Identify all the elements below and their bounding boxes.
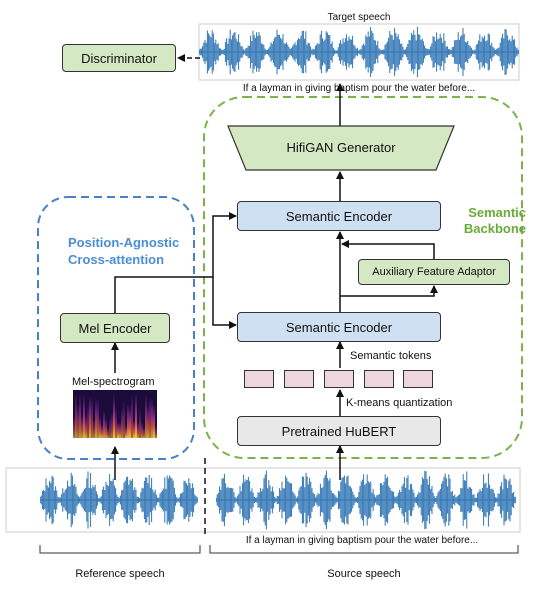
spectrogram-column bbox=[105, 417, 107, 438]
spectrogram-column bbox=[101, 424, 103, 438]
target-waveform bbox=[199, 26, 519, 78]
spectrogram-column bbox=[77, 404, 79, 438]
hifigan-label: HifiGAN Generator bbox=[286, 140, 396, 155]
mel-spectrogram-image bbox=[73, 390, 157, 438]
spectrogram-column bbox=[127, 403, 129, 438]
semantic-tokens-label: Semantic tokens bbox=[350, 350, 432, 362]
spectrogram-column bbox=[87, 402, 89, 438]
spectrogram-column bbox=[145, 393, 147, 438]
spectrogram-column bbox=[137, 422, 139, 438]
target-speech-label: Target speech bbox=[327, 12, 391, 23]
spectrogram-column bbox=[103, 409, 105, 438]
spectrogram-column bbox=[123, 400, 125, 438]
bottom-wave-frame bbox=[5, 467, 521, 533]
token-1 bbox=[244, 370, 274, 388]
reference-waveform bbox=[40, 471, 198, 529]
spectrogram-column bbox=[115, 407, 117, 438]
position-agnostic-title: Position-Agnostic Cross-attention bbox=[68, 235, 180, 267]
spectrogram-column bbox=[81, 414, 83, 438]
spectrogram-column bbox=[143, 427, 145, 438]
token-4 bbox=[364, 370, 394, 388]
source-bracket bbox=[209, 545, 519, 554]
spectrogram-column bbox=[121, 407, 123, 438]
spectrogram-column bbox=[113, 394, 115, 438]
spectrogram-column bbox=[151, 398, 153, 438]
source-waveform bbox=[216, 470, 516, 530]
spectrogram-column bbox=[79, 393, 81, 438]
spectrogram-column bbox=[133, 419, 135, 438]
spectrogram-column bbox=[91, 396, 93, 438]
spectrogram-column bbox=[111, 411, 113, 438]
target-transcript: If a layman in giving baptism pour the w… bbox=[242, 83, 476, 94]
mel-spectrogram-label: Mel-spectrogram bbox=[72, 376, 155, 388]
spectrogram-column bbox=[97, 399, 99, 438]
reference-speech-label: Reference speech bbox=[75, 568, 165, 580]
spectrogram-column bbox=[73, 416, 75, 438]
kmeans-label: K-means quantization bbox=[346, 397, 453, 409]
spectrogram-column bbox=[129, 406, 131, 438]
spectrogram-column bbox=[141, 421, 143, 438]
source-transcript: If a layman in giving baptism pour the w… bbox=[245, 535, 479, 546]
spectrogram-column bbox=[95, 397, 97, 438]
semantic-encoder-top: Semantic Encoder bbox=[237, 201, 441, 231]
spectrogram-column bbox=[107, 427, 109, 438]
spectrogram-column bbox=[75, 394, 77, 438]
spectrogram-column bbox=[89, 395, 91, 438]
mel-encoder-box: Mel Encoder bbox=[60, 313, 170, 343]
spectrogram-column bbox=[147, 404, 149, 438]
spectrogram-column bbox=[117, 421, 119, 438]
source-speech-label: Source speech bbox=[327, 568, 401, 580]
spectrogram-column bbox=[153, 405, 155, 438]
token-2 bbox=[284, 370, 314, 388]
spectrogram-column bbox=[83, 393, 85, 438]
semantic-encoder-bottom: Semantic Encoder bbox=[237, 312, 441, 342]
spectrogram-column bbox=[119, 421, 121, 438]
discriminator-box: Discriminator bbox=[62, 44, 176, 72]
pretrained-hubert-box: Pretrained HuBERT bbox=[237, 416, 441, 446]
token-5 bbox=[403, 370, 433, 388]
spectrogram-column bbox=[139, 408, 141, 438]
spectrogram-column bbox=[109, 416, 111, 438]
spectrogram-column bbox=[155, 425, 157, 438]
spectrogram-column bbox=[149, 396, 151, 438]
spectrogram-column bbox=[85, 414, 87, 438]
spectrogram-column bbox=[135, 393, 137, 438]
token-3 bbox=[324, 370, 354, 388]
aux-feature-adaptor: Auxiliary Feature Adaptor bbox=[358, 259, 510, 285]
semantic-backbone-title: Semantic Backbone bbox=[463, 205, 526, 236]
spectrogram-column bbox=[99, 416, 101, 438]
spectrogram-column bbox=[131, 393, 133, 438]
spectrogram-column bbox=[125, 425, 127, 438]
reference-bracket bbox=[39, 545, 201, 554]
spectrogram-column bbox=[93, 419, 95, 438]
